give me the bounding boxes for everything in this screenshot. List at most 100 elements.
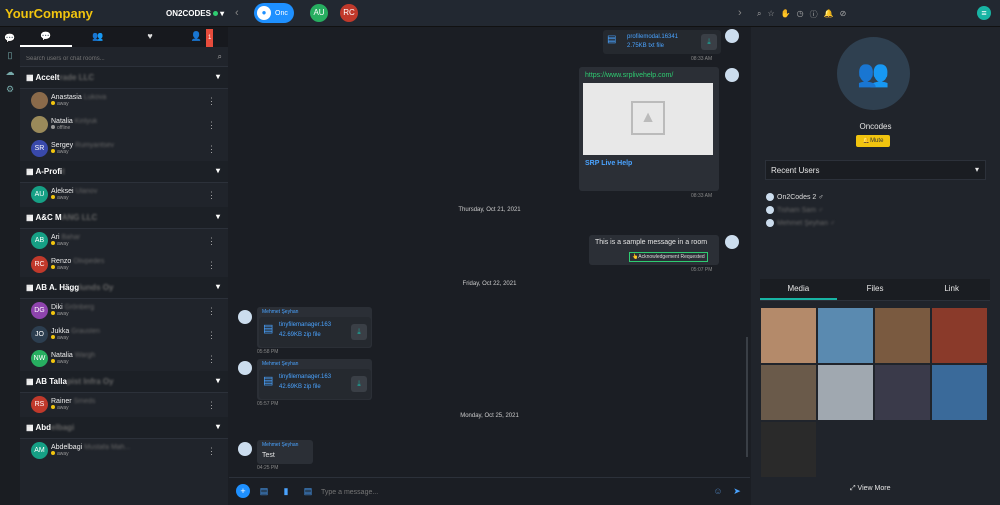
star-icon[interactable]: ☆ xyxy=(767,9,775,18)
chat-avatar-au[interactable]: AU xyxy=(310,4,328,22)
more-options-icon[interactable]: ⋮ xyxy=(207,330,216,340)
list-item[interactable]: JO Jukka Grausten away ⋮ xyxy=(20,323,228,347)
group-header[interactable]: ▦ Acceltrade LLC▾ xyxy=(20,67,228,89)
more-options-icon[interactable]: ⋮ xyxy=(207,354,216,364)
file-attachment[interactable]: ▤ tinyfilemanager.163 42.69KB zip file ⤓ xyxy=(259,317,371,347)
group-header[interactable]: ▦ A&C MANG LLC▾ xyxy=(20,207,228,229)
list-item[interactable]: NW Natalia Wargh away ⋮ xyxy=(20,347,228,371)
account-dropdown[interactable]: ON2CODES ▾ xyxy=(166,9,225,18)
bell-icon[interactable]: 🔔 xyxy=(823,9,834,18)
media-thumbnail[interactable] xyxy=(875,365,930,420)
search-icon[interactable]: ⌕ xyxy=(217,52,222,61)
attach-file-icon[interactable]: ▮ xyxy=(283,486,289,496)
list-item[interactable]: RC Renzo Olivpedes away ⋮ xyxy=(20,253,228,277)
chat-icon[interactable]: 💬 xyxy=(4,33,16,43)
message-time: 04:25 PM xyxy=(257,465,279,471)
settings-icon[interactable]: ⚙ xyxy=(5,84,15,94)
media-thumbnail[interactable] xyxy=(761,308,816,363)
chevron-left-icon[interactable]: ‹ xyxy=(235,7,239,19)
tab-requests[interactable]: 👤1 xyxy=(176,27,228,47)
media-thumbnail[interactable] xyxy=(875,308,930,363)
list-item[interactable]: RS Rainer Smeds away ⋮ xyxy=(20,393,228,417)
info-icon[interactable]: ⓘ xyxy=(809,10,818,19)
search-icon[interactable]: ⌕ xyxy=(757,9,762,18)
list-item[interactable]: DG Diki Grönberg away ⋮ xyxy=(20,299,228,323)
media-thumbnail[interactable] xyxy=(818,365,873,420)
acknowledgement-badge[interactable]: 👆Acknowledgement Requested xyxy=(629,252,708,262)
chevron-down-icon: ▾ xyxy=(974,165,979,174)
last-name: Kirilyuk xyxy=(74,118,98,125)
file-attachment[interactable]: ▤ tinyfilemanager.163 42.69KB zip file ⤓ xyxy=(259,369,371,399)
more-options-icon[interactable]: ⋮ xyxy=(207,236,216,246)
zip-file-icon: ▤ xyxy=(263,375,274,387)
media-thumbnail[interactable] xyxy=(818,308,873,363)
chat-avatar-rc[interactable]: RC xyxy=(340,4,358,22)
group-list: ▦ Acceltrade LLC▾ Anastasia Lukova away … xyxy=(20,67,228,463)
download-icon[interactable]: ⤓ xyxy=(351,376,367,392)
cloud-icon[interactable]: ☁ xyxy=(5,67,15,77)
more-options-icon[interactable]: ⋮ xyxy=(207,144,216,154)
file-meta: 42.69KB zip file xyxy=(279,332,321,338)
more-options-icon[interactable]: ⋮ xyxy=(207,306,216,316)
recent-user[interactable]: Tisham Sam ♂ xyxy=(766,206,823,214)
link-title[interactable]: SRP Live Help xyxy=(585,160,633,167)
tab-favorites[interactable]: ♥ xyxy=(147,31,153,41)
media-thumbnail[interactable] xyxy=(761,422,816,477)
recent-users-dropdown[interactable]: Recent Users▾ xyxy=(765,160,986,180)
more-options-icon[interactable]: ⋮ xyxy=(207,120,216,130)
attach-document-icon[interactable]: ▤ xyxy=(303,486,313,496)
more-options-icon[interactable]: ⋮ xyxy=(207,260,216,270)
scrollbar[interactable] xyxy=(746,337,748,457)
list-item[interactable]: AU Aleksei Ulanov away ⋮ xyxy=(20,183,228,207)
recent-user[interactable]: On2Codes 2 ♂ xyxy=(766,193,824,201)
download-icon[interactable]: ⤓ xyxy=(701,34,717,50)
send-icon[interactable]: ➤ xyxy=(733,486,741,496)
search-input[interactable] xyxy=(26,56,206,62)
clipboard-icon[interactable]: ▯ xyxy=(7,50,13,60)
menu-button[interactable]: ≡ xyxy=(977,6,991,20)
link-url[interactable]: https://www.srplivehelp.com/ xyxy=(585,72,674,79)
tab-groups[interactable]: 👥 xyxy=(92,31,104,41)
attach-media-icon[interactable]: ▤ xyxy=(259,486,269,496)
user-name: Natalia Kirilyuk xyxy=(51,113,228,125)
status-dot xyxy=(51,265,55,269)
group-header[interactable]: ▦ AB Tallapist Infra Oy▾ xyxy=(20,371,228,393)
view-more-button[interactable]: ⤢ View More xyxy=(850,485,891,492)
media-thumbnail[interactable] xyxy=(932,365,987,420)
list-item[interactable]: Anastasia Lukova away ⋮ xyxy=(20,89,228,113)
mute-button[interactable]: 🔔Mute xyxy=(856,135,890,147)
tab-files[interactable]: Files xyxy=(866,284,884,293)
group-header[interactable]: ▦ A-Profit▾ xyxy=(20,161,228,183)
more-options-icon[interactable]: ⋮ xyxy=(207,190,216,200)
more-options-icon[interactable]: ⋮ xyxy=(207,400,216,410)
avatar: RC xyxy=(31,256,48,273)
group-header[interactable]: ▦ AB A. Hägglunds Oy▾ xyxy=(20,277,228,299)
list-item[interactable]: AM Abdelbagi Mustafa Mah... away ⋮ xyxy=(20,439,228,463)
chevron-right-icon[interactable]: › xyxy=(738,7,742,19)
message-input[interactable] xyxy=(321,484,701,500)
user-name: Ari Bahar xyxy=(51,229,228,241)
file-attachment[interactable]: ▤ profilemodal.16341 2.75KB txt file ⤓ xyxy=(603,30,721,54)
date-separator: Monday, Oct 25, 2021 xyxy=(460,413,519,419)
recent-user[interactable]: Mehmet Şeyhan ♂ xyxy=(766,219,835,227)
group-header[interactable]: ▦ Abdelbagi▾ xyxy=(20,417,228,439)
link-preview[interactable]: https://www.srplivehelp.com/ ▲ SRP Live … xyxy=(579,67,719,191)
list-item[interactable]: SR Sergey Rumyantsev away ⋮ xyxy=(20,137,228,161)
more-options-icon[interactable]: ⋮ xyxy=(207,446,216,456)
list-item[interactable]: Natalia Kirilyuk offline ⋮ xyxy=(20,113,228,137)
add-button[interactable]: + xyxy=(236,484,250,498)
download-icon[interactable]: ⤓ xyxy=(351,324,367,340)
emoji-icon[interactable]: ☺ xyxy=(713,486,723,496)
media-thumbnail[interactable] xyxy=(932,308,987,363)
hide-icon[interactable]: ⊘ xyxy=(839,9,847,18)
more-options-icon[interactable]: ⋮ xyxy=(207,96,216,106)
tab-link[interactable]: Link xyxy=(944,284,960,293)
tab-media[interactable]: Media xyxy=(760,279,837,300)
room-chip-active[interactable]: ●Onc xyxy=(254,3,294,23)
hand-icon[interactable]: ✋ xyxy=(780,9,791,18)
date-separator: Thursday, Oct 21, 2021 xyxy=(458,207,521,213)
tab-chats[interactable]: 💬 xyxy=(20,27,72,47)
clock-icon[interactable]: ◷ xyxy=(796,9,804,18)
media-thumbnail[interactable] xyxy=(761,365,816,420)
list-item[interactable]: AB Ari Bahar away ⋮ xyxy=(20,229,228,253)
